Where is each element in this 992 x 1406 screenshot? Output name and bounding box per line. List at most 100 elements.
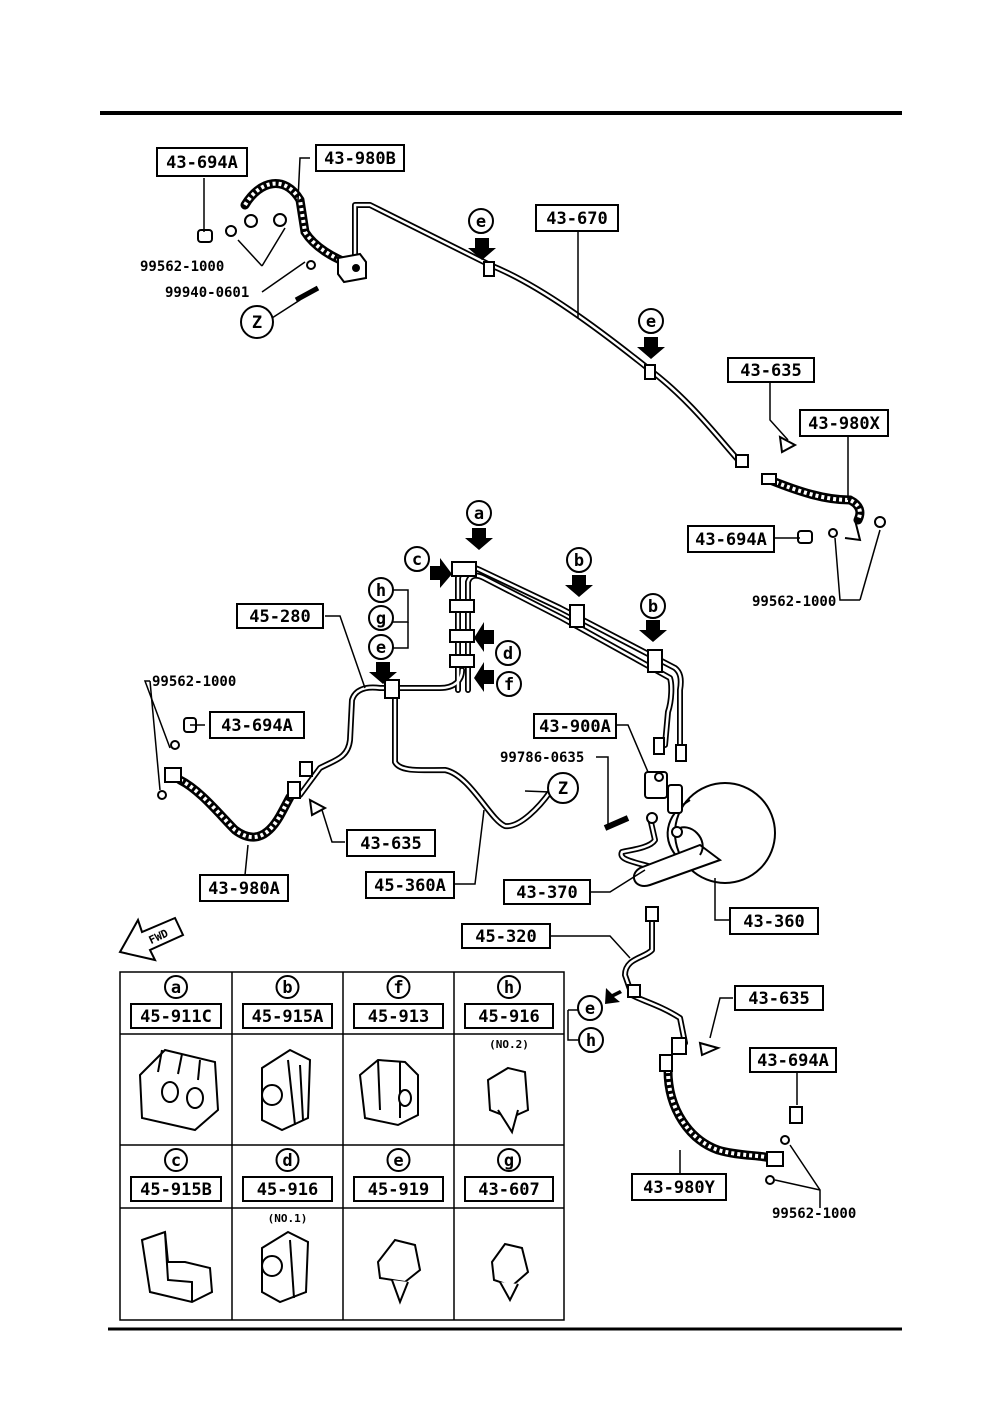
callout-43-694A-left: 43-694A: [209, 711, 305, 739]
callout-text: 43-980A: [208, 879, 280, 899]
callout-43-980A: 43-980A: [199, 874, 289, 902]
clip-key-circle: [386, 1148, 411, 1172]
clip-part-box: [464, 1003, 554, 1029]
clip-part-number: 45-916: [478, 1007, 539, 1027]
marker-circle: [368, 605, 394, 631]
marker-circle: [368, 577, 394, 603]
callout-43-694A-lower: 43-694A: [749, 1047, 837, 1073]
marker-c-1: c: [404, 546, 430, 572]
callout-box: [631, 1173, 727, 1201]
clip-part-number: 45-919: [368, 1180, 429, 1200]
callout-box: [236, 603, 324, 629]
clip-part-box: [130, 1003, 222, 1029]
callout-text: 43-635: [748, 989, 809, 1009]
clip-cell-h: h45-916(NO.2): [464, 975, 554, 1051]
callout-text: 43-694A: [757, 1051, 829, 1071]
callout-box: [749, 1047, 837, 1073]
callout-43-900A: 43-900A: [533, 713, 617, 739]
marker-e-3: e: [368, 634, 394, 660]
callout-43-370: 43-370: [503, 879, 591, 905]
clip-key-circle: [497, 1148, 521, 1172]
marker-e-4: e: [577, 995, 603, 1021]
clip-key: d: [282, 1151, 292, 1171]
callout-43-360: 43-360: [729, 907, 819, 935]
hose-43-980Y: [663, 1065, 775, 1163]
marker-letter: e: [376, 638, 386, 658]
callout-box: [156, 147, 248, 177]
clip-cell-c: c45-915B: [130, 1148, 222, 1202]
marker-circle: [577, 995, 603, 1021]
marker-d-1: d: [495, 640, 521, 666]
connector-top-left: [197, 213, 320, 303]
marker-letter: e: [585, 999, 595, 1019]
clip-key-circle: [275, 975, 300, 999]
clip-part-box: [353, 1003, 444, 1029]
callout-43-694A-right: 43-694A: [687, 525, 775, 553]
clip-part-number: 45-911C: [140, 1007, 212, 1027]
marker-circle: [240, 305, 274, 339]
clip-drawing-b: [261, 1048, 312, 1132]
callout-box: [209, 711, 305, 739]
marker-letter: h: [376, 581, 386, 601]
callout-43-980Y: 43-980Y: [631, 1173, 727, 1201]
callout-box: [734, 985, 824, 1011]
clip-drawing-c: [140, 1230, 214, 1304]
proportioning-valve: [603, 771, 683, 838]
clip-part-number: 45-913: [368, 1007, 429, 1027]
marker-circle: [468, 208, 494, 234]
clip-part-box: [242, 1176, 333, 1202]
callout-text: 43-635: [740, 361, 801, 381]
marker-letter: h: [586, 1031, 596, 1051]
clip-part-number: 45-915A: [252, 1007, 324, 1027]
marker-letter: Z: [558, 779, 568, 799]
clip-cell-f: f45-913: [353, 975, 444, 1029]
marker-circle: [466, 500, 492, 526]
callout-box: [461, 923, 551, 949]
callout-43-635-right: 43-635: [727, 357, 815, 383]
clip-key: b: [282, 978, 292, 998]
callout-text: 45-360A: [374, 876, 446, 896]
callout-43-980B: 43-980B: [315, 144, 405, 172]
callout-43-980X: 43-980X: [799, 409, 889, 437]
part-number-99786: 99786-0635: [500, 750, 584, 766]
clip-part-box: [130, 1176, 222, 1202]
callout-text: 43-980B: [324, 149, 396, 169]
marker-circle: [495, 640, 521, 666]
arrow-d-1: [474, 622, 494, 652]
junction-block: [337, 252, 367, 284]
callout-45-320: 45-320: [461, 923, 551, 949]
marker-h-2: h: [578, 1027, 604, 1053]
callout-box: [503, 879, 591, 905]
callout-labels: 43-694A 43-980B 43-670 43-635 43-980X 43-694A…: [156, 144, 889, 1201]
bundle-clips: [449, 561, 663, 998]
callout-43-670: 43-670: [535, 204, 619, 232]
marker-letter: e: [476, 212, 486, 232]
clip-table: a45-911Cb45-915Af45-913h45-916(NO.2)c45-…: [130, 975, 554, 1225]
callout-box: [687, 525, 775, 553]
clip-drawing-h: [486, 1066, 530, 1135]
callout-45-360A: 45-360A: [365, 871, 455, 899]
marker-circle: [368, 634, 394, 660]
part-number-99940: 99940-0601: [165, 285, 249, 301]
callout-text: 43-694A: [221, 716, 293, 736]
marker-circle: [638, 308, 664, 334]
components: [157, 213, 886, 1185]
clip-drawing-f: [358, 1058, 419, 1127]
callout-text: 43-694A: [166, 153, 238, 173]
marker-g-1: g: [368, 605, 394, 631]
brake-pipes: [297, 202, 743, 1046]
clip-drawing-g: [490, 1242, 530, 1303]
clip-note: (NO.1): [268, 1212, 308, 1225]
callout-text: 43-694A: [695, 530, 767, 550]
marker-z-mid: Z: [547, 772, 579, 804]
callout-text: 43-980Y: [643, 1178, 715, 1198]
fittings: [157, 261, 886, 1185]
callout-text: 43-670: [546, 209, 607, 229]
callout-text: 45-320: [475, 927, 536, 947]
marker-circle: [578, 1027, 604, 1053]
marker-z-top: Z: [240, 305, 274, 339]
clip-drawing-d: [261, 1230, 310, 1304]
callout-text: 45-280: [249, 607, 310, 627]
callout-text: 43-900A: [539, 717, 611, 737]
